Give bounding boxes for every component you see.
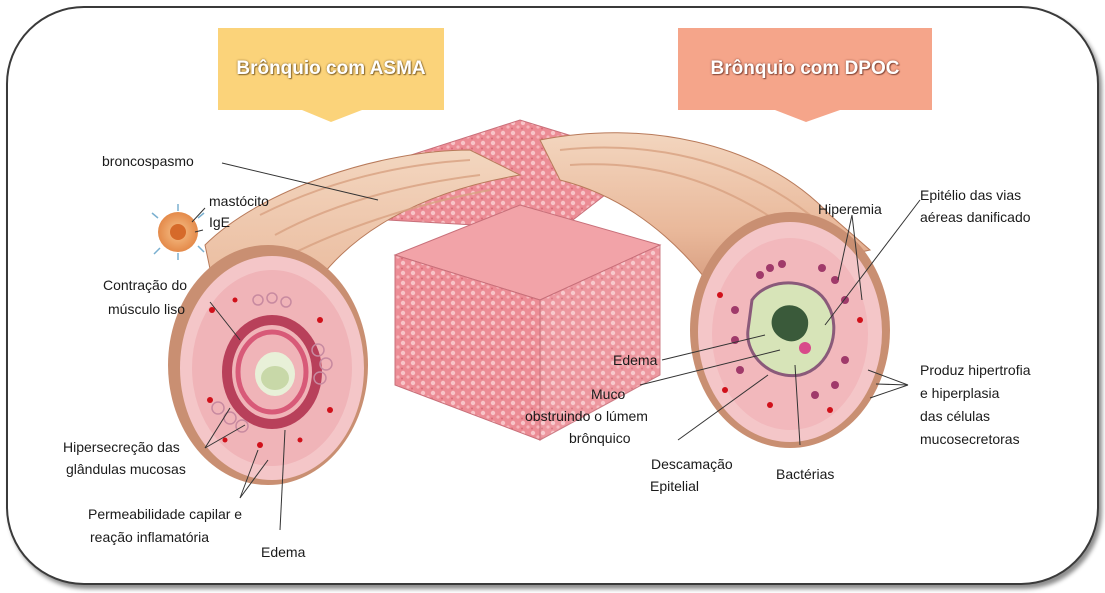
label-hipersecrecao-1: Hipersecreção das: [63, 438, 180, 456]
label-hipertrofia-1: Produz hipertrofia: [920, 361, 1031, 379]
label-edema-left: Edema: [261, 543, 305, 561]
label-descamacao-2: Epitelial: [650, 477, 699, 495]
asthma-banner-arrow: [302, 110, 362, 122]
copd-cross-section: [690, 212, 890, 448]
copd-banner: Brônquio com DPOC: [678, 28, 932, 110]
label-contracao-1: Contração do: [103, 276, 187, 294]
label-muco-2: obstruindo o lúmem: [525, 407, 648, 425]
label-descamacao-1: Descamação: [651, 455, 733, 473]
asthma-banner: Brônquio com ASMA: [218, 28, 444, 110]
label-hipertrofia-4: mucosecretoras: [920, 430, 1020, 448]
copd-banner-arrow: [775, 110, 840, 122]
label-contracao-2: músculo liso: [108, 300, 185, 318]
label-epitelio-1: Epitélio das vias: [920, 186, 1021, 204]
label-muco-1: Muco: [591, 385, 625, 403]
leader-hipertrofia-2: [876, 384, 908, 385]
label-muco-3: brônquico: [569, 429, 631, 447]
label-hipersecrecao-2: glândulas mucosas: [66, 460, 186, 478]
label-mastocito: mastócito: [209, 192, 269, 210]
label-bacterias: Bactérias: [776, 465, 834, 483]
label-ige: IgE: [209, 213, 230, 231]
asthma-banner-title: Brônquio com ASMA: [218, 58, 444, 80]
label-hiperemia: Hiperemia: [818, 200, 882, 218]
label-permeabilidade-1: Permeabilidade capilar e: [88, 505, 242, 523]
leader-mastocito: [192, 208, 205, 222]
label-edema-center: Edema: [613, 351, 657, 369]
label-broncospasmo: broncospasmo: [102, 152, 194, 170]
asthma-cross-section: [168, 245, 368, 485]
copd-banner-title: Brônquio com DPOC: [678, 58, 932, 80]
label-hipertrofia-2: e hiperplasia: [920, 384, 999, 402]
label-epitelio-2: aéreas danificado: [920, 208, 1031, 226]
label-hipertrofia-3: das células: [920, 407, 990, 425]
label-permeabilidade-2: reação inflamatória: [90, 528, 209, 546]
